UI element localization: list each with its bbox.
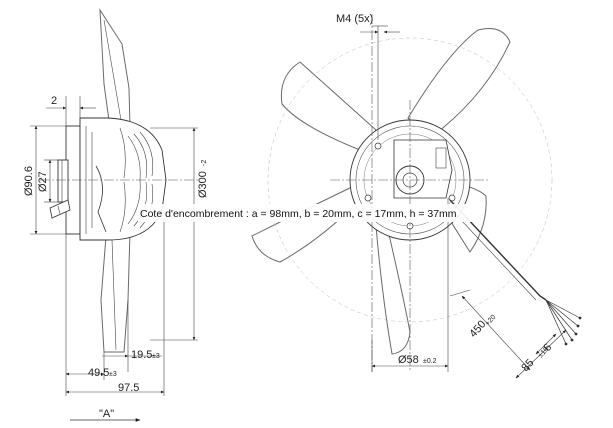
front-blade-upper-left <box>280 61 377 151</box>
side-cable-gland <box>49 199 71 219</box>
dim-dia-27-label: Ø27 <box>37 171 49 192</box>
dim-dia-300-label: Ø300 <box>197 171 209 198</box>
front-view: M4 (5x) Ø58 ±0.2 450 +20 <box>251 13 582 379</box>
dim-97-5-label: 97.5 <box>118 382 139 394</box>
note-background <box>138 204 482 222</box>
dimension-note: Cote d'encombrement : a = 98mm, b = 20mm… <box>140 208 457 220</box>
dim-2-label: 2 <box>51 95 57 107</box>
front-blade-left <box>251 185 361 263</box>
front-blade-top <box>407 28 511 139</box>
side-upper-blade <box>99 8 131 129</box>
dim-dia-58-tol: ±0.2 <box>423 358 437 365</box>
side-view: 2 Ø90.6 Ø27 Ø300 -2 19.5 ±3 49.5 ±3 97.5 <box>23 8 209 422</box>
view-a-label: "A" <box>99 408 114 420</box>
dim-19-5-tol: ±3 <box>152 353 160 360</box>
dim-19-5-label: 19.5 <box>131 349 152 361</box>
side-shaft-hub <box>57 159 69 203</box>
dim-dia-300-sub: -2 <box>201 160 208 166</box>
dim-85-label: 85 <box>519 357 536 374</box>
dim-49-5-label: 49.5 <box>88 367 109 379</box>
front-cable-wires <box>545 299 581 345</box>
dim-49-5-tol: ±3 <box>109 371 117 378</box>
front-blade-bottom <box>375 225 411 355</box>
dim-450-tol: +20 <box>484 314 497 328</box>
dim-m4-label: M4 (5x) <box>336 13 373 25</box>
dim-dia-58-label: Ø58 <box>398 354 419 366</box>
dim-dia-90-6-label: Ø90.6 <box>23 166 35 196</box>
front-swept-circle <box>267 37 553 323</box>
front-cable <box>449 199 547 301</box>
side-cooling-fins <box>119 127 154 233</box>
